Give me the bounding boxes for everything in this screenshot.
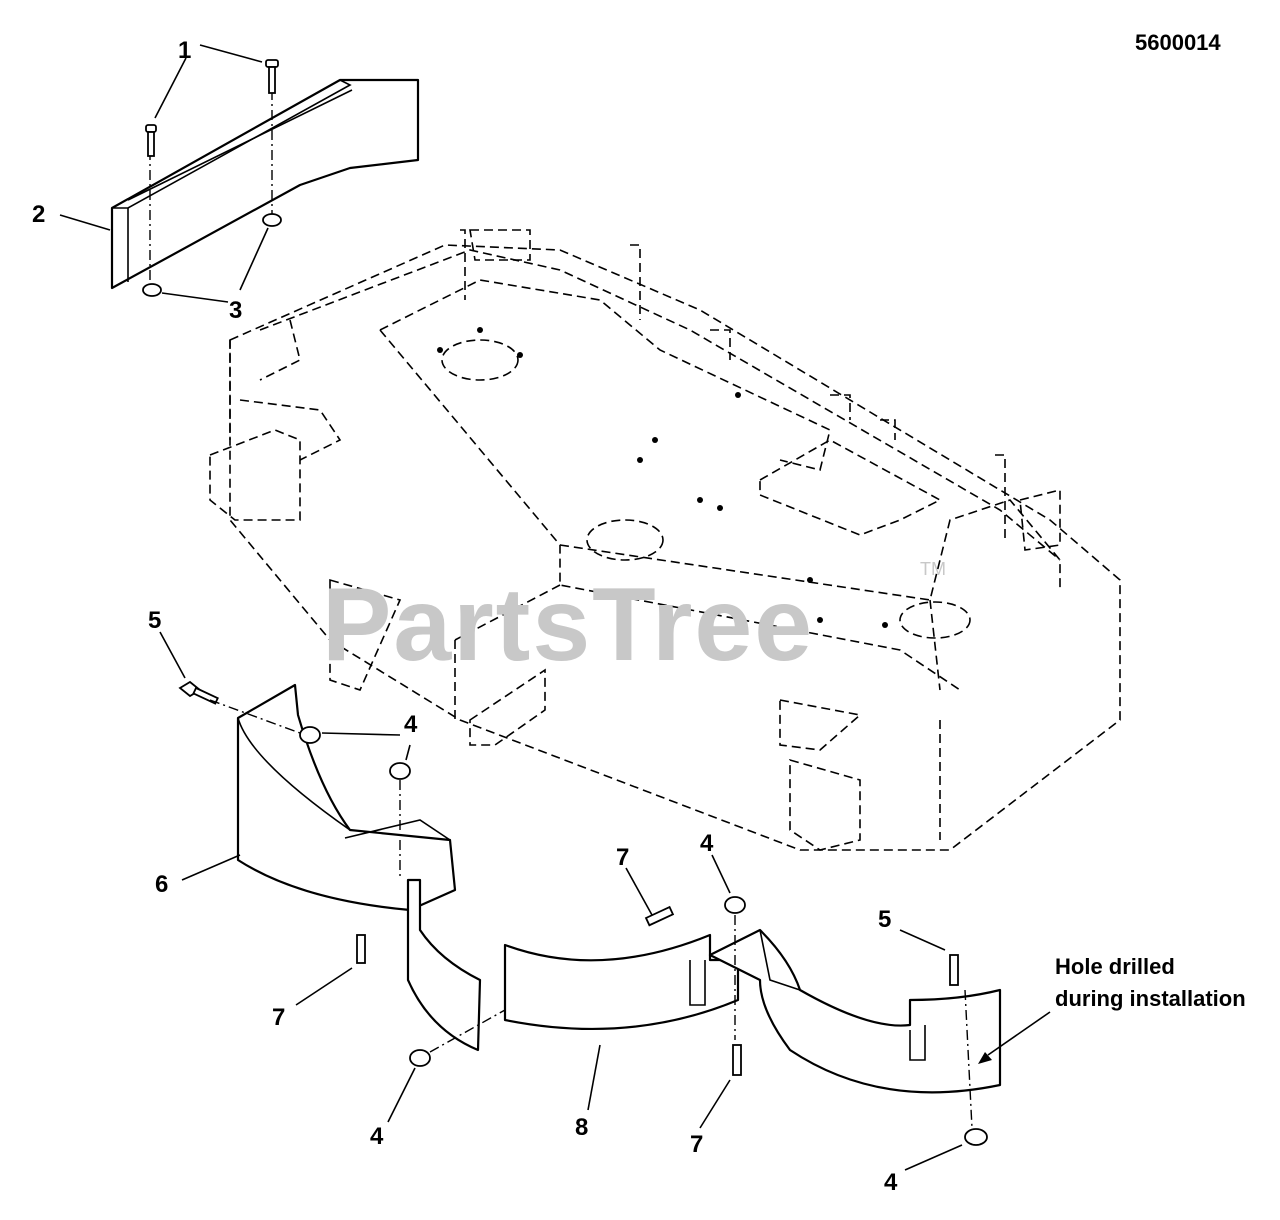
callout-3: 3 [229,297,242,324]
bolt-part-1 [145,59,279,157]
note-line-2: during installation [1055,986,1246,1011]
callout-8: 8 [575,1114,588,1141]
baffle-part-6-tail [406,878,482,1052]
baffle-part-6 [236,683,457,912]
callout-1: 1 [178,37,191,64]
mower-deck-phantom [209,229,1121,851]
callout-5-right: 5 [878,906,891,933]
lower-hardware [178,680,988,1146]
callout-7-middle: 7 [616,844,629,871]
baffle-part-2 [110,70,420,290]
callout-5-left: 5 [148,607,161,634]
baffle-part-8 [503,933,740,1031]
callout-7-lower: 7 [690,1131,703,1158]
document-number: 5600014 [1135,30,1221,55]
callout-7-left: 7 [272,1004,285,1031]
baffle-right [708,928,1002,1094]
callout-labels: 1 2 3 5 4 4 6 7 7 4 5 4 8 7 4 [32,37,898,1196]
watermark-trademark: TM [920,559,946,579]
callout-4-right-top: 4 [700,830,714,857]
nut-part-3 [142,213,282,297]
callout-6: 6 [155,871,168,898]
watermark-text: PartsTree [322,567,814,683]
callout-4-upper: 4 [404,711,418,738]
leader-lines [59,44,1051,1171]
callout-4-lower-left: 4 [370,1123,384,1150]
callout-2: 2 [32,201,45,228]
note-line-1: Hole drilled [1055,954,1175,979]
callout-4-lower-right: 4 [884,1169,898,1196]
